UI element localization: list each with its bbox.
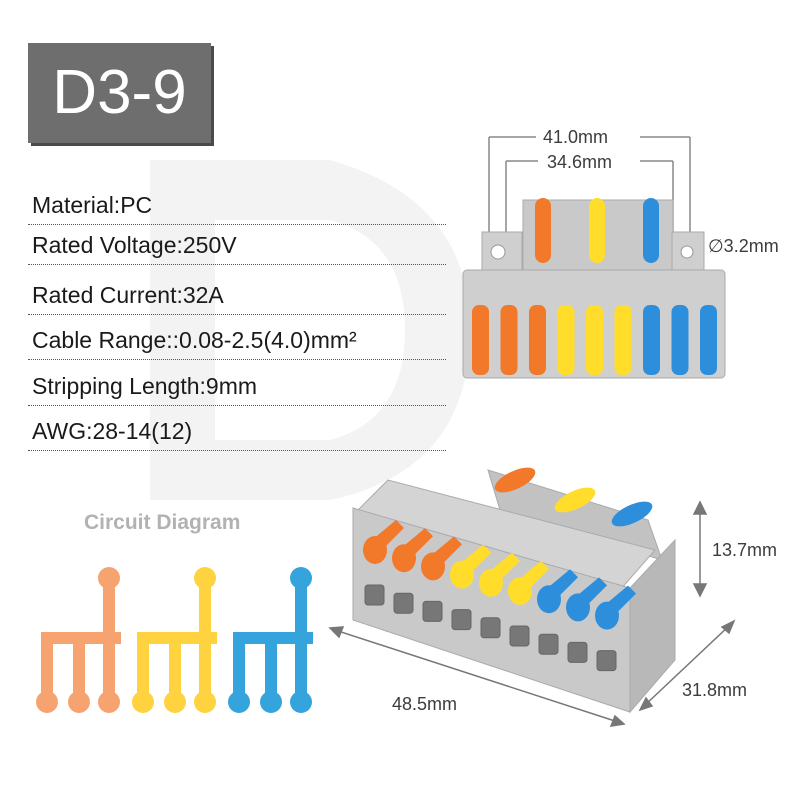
persp-front-lever bbox=[479, 552, 520, 597]
wire-port bbox=[567, 641, 588, 663]
wire-port bbox=[596, 650, 617, 672]
circuit-group-2 bbox=[132, 567, 217, 713]
spec-awg: AWG:28-14(12) bbox=[28, 407, 446, 451]
model-badge: D3-9 bbox=[28, 43, 211, 143]
persp-front-lever bbox=[450, 544, 491, 589]
wire-port bbox=[393, 592, 414, 614]
spec-rated-current: Rated Current:32A bbox=[28, 271, 446, 315]
persp-back-lever bbox=[554, 487, 596, 513]
persp-front-lever bbox=[363, 520, 404, 564]
persp-front-lever bbox=[508, 561, 549, 605]
dim-depth: 31.8mm bbox=[682, 680, 748, 700]
wire-port bbox=[538, 633, 559, 655]
spec-material: Material:PC bbox=[28, 181, 446, 225]
persp-front-lever bbox=[421, 536, 462, 581]
spec-cable-range: Cable Range::0.08-2.5(4.0)mm² bbox=[28, 316, 446, 360]
wire-port bbox=[509, 625, 530, 647]
spec-stripping-length: Stripping Length:9mm bbox=[28, 362, 446, 406]
top-upper-lever bbox=[589, 198, 605, 263]
top-lower-lever bbox=[472, 305, 489, 375]
wire-port bbox=[364, 584, 385, 606]
top-lower-lever bbox=[500, 305, 518, 375]
dim-hole-diameter: ∅3.2mm bbox=[708, 236, 779, 256]
dim-top-inner-width: 34.6mm bbox=[547, 152, 613, 172]
wire-port bbox=[422, 600, 443, 622]
circuit-group-3 bbox=[228, 567, 313, 713]
top-lower-lever bbox=[700, 305, 717, 375]
persp-back-lever bbox=[611, 501, 653, 527]
top-lower-lever bbox=[614, 305, 632, 375]
top-lower-lever bbox=[557, 305, 575, 375]
top-lower-lever bbox=[529, 305, 546, 375]
top-lower-lever bbox=[671, 305, 689, 375]
persp-back-lever bbox=[494, 467, 536, 493]
top-upper-lever bbox=[643, 198, 659, 263]
circuit-diagram-title: Circuit Diagram bbox=[84, 511, 241, 534]
circuit-group-1 bbox=[36, 567, 121, 713]
persp-front-lever bbox=[392, 528, 433, 573]
wire-port bbox=[480, 617, 501, 639]
top-upper-lever bbox=[535, 198, 551, 263]
dim-height: 13.7mm bbox=[712, 540, 778, 560]
top-lower-lever bbox=[586, 305, 603, 375]
persp-front-lever bbox=[537, 569, 578, 614]
dim-top-outer-width: 41.0mm bbox=[543, 127, 609, 147]
persp-front-lever bbox=[595, 585, 636, 630]
spec-rated-voltage: Rated Voltage:250V bbox=[28, 221, 446, 265]
dim-length: 48.5mm bbox=[392, 694, 458, 714]
persp-front-lever bbox=[566, 577, 607, 622]
wire-port bbox=[451, 609, 472, 631]
top-lower-lever bbox=[643, 305, 660, 375]
